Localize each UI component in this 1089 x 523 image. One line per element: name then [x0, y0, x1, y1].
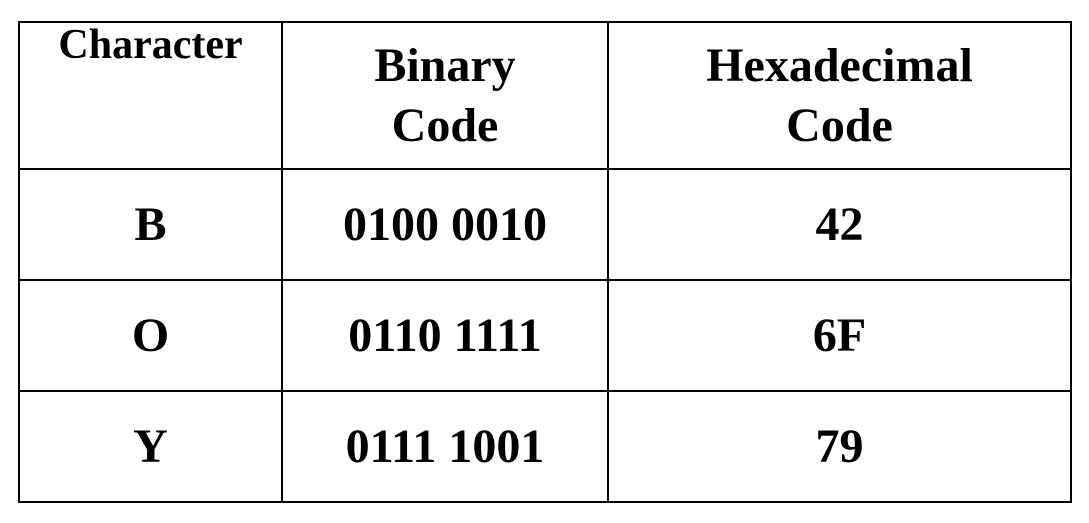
cell-hex: 79 — [607, 390, 1072, 503]
table-row: Y 0111 1001 79 — [18, 390, 1072, 503]
cell-character: Y — [18, 390, 283, 503]
cell-binary: 0111 1001 — [281, 390, 609, 503]
header-binary-code: Binary Code — [281, 21, 609, 170]
table-header-row: Character Binary Code Hexadecimal Code — [18, 21, 1072, 170]
cell-binary: 0110 1111 — [281, 279, 609, 392]
cell-character: B — [18, 168, 283, 281]
header-character: Character — [18, 21, 283, 170]
character-code-table: Character Binary Code Hexadecimal Code B… — [18, 21, 1072, 503]
cell-hex: 42 — [607, 168, 1072, 281]
table-row: O 0110 1111 6F — [18, 279, 1072, 392]
header-hex-line-1: Hexadecimal — [706, 38, 973, 92]
header-binary-line-2: Code — [391, 98, 499, 152]
header-binary-line-1: Binary — [374, 38, 516, 92]
table-row: B 0100 0010 42 — [18, 168, 1072, 281]
header-hexadecimal-code: Hexadecimal Code — [607, 21, 1072, 170]
cell-binary: 0100 0010 — [281, 168, 609, 281]
cell-hex: 6F — [607, 279, 1072, 392]
cell-character: O — [18, 279, 283, 392]
header-hex-line-2: Code — [786, 98, 893, 152]
